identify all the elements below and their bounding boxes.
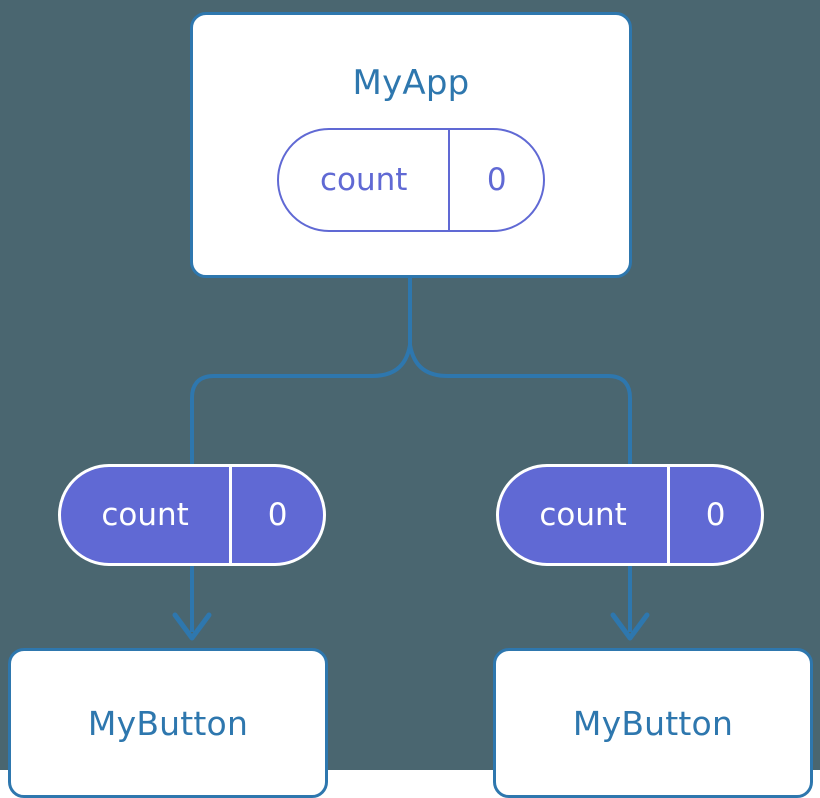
- component-label-mybutton-left: MyButton: [87, 703, 249, 743]
- component-node-mybutton-left[interactable]: MyButton: [8, 648, 328, 798]
- state-capsule-root-value: 0: [448, 130, 543, 230]
- edge-root-to-right-child: [408, 343, 632, 472]
- prop-capsule-left-value: 0: [229, 467, 323, 563]
- component-label-mybutton-right: MyButton: [572, 703, 734, 743]
- edge-right-prop-arrowhead: [610, 612, 650, 641]
- component-label-myapp: MyApp: [352, 63, 470, 103]
- edge-left-prop-arrowhead: [172, 612, 212, 641]
- component-node-mybutton-right[interactable]: MyButton: [493, 648, 813, 798]
- state-capsule-root-key: count: [319, 161, 408, 198]
- state-capsule-root[interactable]: count 0: [277, 128, 545, 232]
- prop-capsule-left[interactable]: count 0: [58, 464, 326, 566]
- edge-root-to-left-child: [190, 343, 412, 472]
- prop-capsule-right-value: 0: [667, 467, 761, 563]
- prop-capsule-left-key: count: [101, 496, 189, 533]
- prop-capsule-right[interactable]: count 0: [496, 464, 764, 566]
- connector-layer: [172, 277, 650, 641]
- prop-capsule-right-key: count: [539, 496, 627, 533]
